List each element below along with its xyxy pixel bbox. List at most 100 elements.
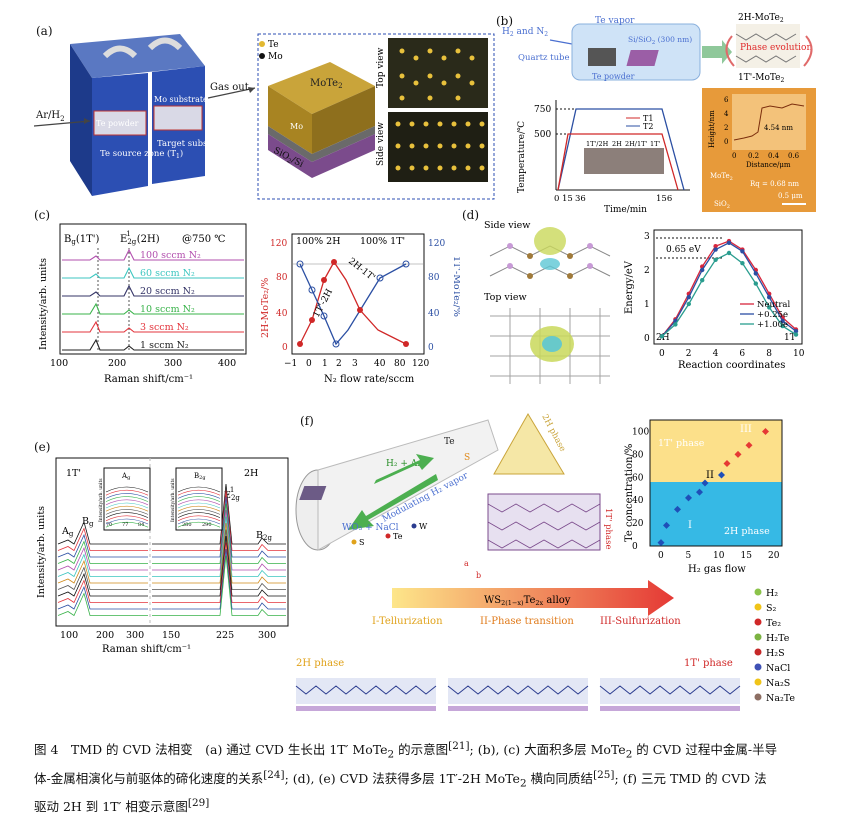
species-label: S₂ — [766, 603, 777, 614]
phase-xlabel: N₂ flow rate/sccm — [324, 374, 415, 385]
raman-e-spectrum-line — [57, 522, 286, 584]
stage-3: III-Sulfurization — [600, 616, 681, 627]
energy-ytick: 1 — [644, 300, 650, 310]
energy-point — [793, 329, 799, 334]
raman-spectra — [62, 248, 244, 351]
te-chart-frame — [649, 419, 783, 547]
inset-2-curve — [177, 505, 221, 512]
legend-label: +1.00e — [757, 320, 788, 330]
xtick-6: 300 — [258, 630, 276, 641]
caption-ref[interactable]: [25] — [593, 768, 615, 781]
heater-coil-left — [93, 110, 147, 136]
ylabel: Temperature/℃ — [517, 121, 527, 193]
mo-legend-dot — [259, 53, 265, 59]
energy-point — [753, 281, 758, 286]
energy-xtick: 8 — [766, 349, 772, 359]
te-chart-point — [663, 521, 670, 529]
panel-b-figure: H2 and N2 Quartz tube furnace Te vapor S… — [502, 13, 816, 213]
te-chart-point — [762, 427, 769, 435]
wafer — [626, 50, 659, 66]
t2-curve — [557, 108, 685, 191]
raman-e-spectrum-line — [57, 535, 286, 597]
top-view-label: Top view — [484, 292, 527, 303]
phase-bottom-label: 1T'-MoTe2 — [738, 73, 785, 84]
film-label: MoTe2 — [310, 78, 343, 90]
te-chart-ytick: 100 — [632, 427, 649, 437]
species-icon — [754, 648, 762, 656]
inset-1-curve — [105, 489, 149, 496]
species-label: Te₂ — [766, 618, 781, 629]
peak-b2g: B2g — [256, 530, 272, 542]
arrow-right-icon — [702, 40, 732, 64]
pct-1t-label: 100% 1T' — [360, 236, 405, 247]
te-chart-ytick: 60 — [632, 473, 644, 483]
inset-1-curve — [105, 486, 149, 493]
caption-ref[interactable]: [21] — [448, 740, 470, 752]
te-chart-region-1t — [650, 420, 782, 482]
sio2-layer — [268, 134, 375, 178]
inset-2-curve — [177, 496, 221, 502]
te-legend-dot — [259, 41, 265, 47]
boat — [588, 48, 616, 66]
modulating-arrow — [348, 474, 438, 530]
raman-xtick-300: 300 — [164, 358, 182, 369]
gas-arrow — [549, 39, 573, 45]
right-phase-label: 1T' — [784, 333, 798, 343]
te-chart-point — [745, 441, 753, 449]
afm-ytick-4: 4 — [724, 110, 729, 118]
species-icon — [754, 633, 762, 641]
peak-ag: Ag — [61, 526, 74, 538]
panel-d-figure: Side view Top view Energy/eV Reaction co… — [484, 220, 805, 384]
phase-ytick-40: 40 — [276, 309, 288, 319]
phase-xtick-8: 120 — [412, 359, 429, 369]
film-top — [268, 62, 375, 114]
afm-film-label: MoTe2 — [710, 172, 733, 182]
te-powder-label: Te powder — [592, 72, 635, 81]
phase-ytick-80: 80 — [276, 273, 288, 283]
phase-xtick-4: 2 — [336, 359, 342, 369]
energy-point — [793, 332, 799, 337]
energy-point — [767, 295, 772, 300]
phase-ytick-120: 120 — [270, 239, 287, 249]
caption-line1-c: ; (b), (c) 大面积多层 MoTe — [469, 742, 626, 758]
stage-2: II-Phase transition — [480, 616, 574, 627]
te-legend-label: Te — [268, 40, 279, 50]
afm-ylabel: Height/nm — [708, 110, 716, 148]
afm-profile — [733, 103, 805, 141]
mo-layer — [268, 126, 375, 162]
energy-legend: Neutral+0.25e+1.00e — [740, 300, 790, 330]
te-chart-ytick: 80 — [632, 450, 644, 460]
afm-xtick-04: 0.4 — [768, 152, 780, 160]
te-chart-point — [701, 479, 709, 487]
legend-label: +0.25e — [757, 310, 788, 320]
energy-point — [713, 247, 718, 252]
lattice-2h — [493, 413, 565, 475]
caption-ref[interactable]: [29] — [187, 797, 210, 810]
ytick-500: 500 — [534, 130, 551, 140]
te-chart-xtick: 15 — [741, 551, 753, 561]
energy-xtick: 6 — [739, 349, 745, 359]
lattice-1t-pattern — [487, 503, 601, 549]
caption-sub: 2 — [387, 748, 395, 761]
caption-line2-b: ; (d), (e) CVD 法获得多层 1T′-2H MoTe — [284, 770, 520, 786]
energy-xtick: 2 — [686, 349, 692, 359]
te-chart-xtick: 10 — [713, 551, 725, 561]
phase-xtick-3: 1 — [322, 359, 328, 369]
legend-t2-label: T2 — [643, 122, 653, 131]
peak-bg: Bg — [82, 516, 94, 528]
energy-point — [686, 295, 691, 300]
caption-ref[interactable]: [24] — [263, 768, 285, 781]
raman-spectrum-line — [62, 266, 244, 279]
heater-coil-right — [153, 105, 203, 131]
te-chart-ytick: 0 — [632, 542, 638, 552]
species-icon — [754, 678, 762, 686]
energy-point — [700, 278, 705, 283]
raman-xtick-400: 400 — [218, 358, 236, 369]
arrow-icon — [147, 37, 183, 51]
xtick-3: 300 — [126, 630, 144, 641]
te-chart-point — [657, 539, 665, 547]
panel-f-label: (f) — [300, 414, 314, 428]
region-3: III — [740, 424, 752, 435]
